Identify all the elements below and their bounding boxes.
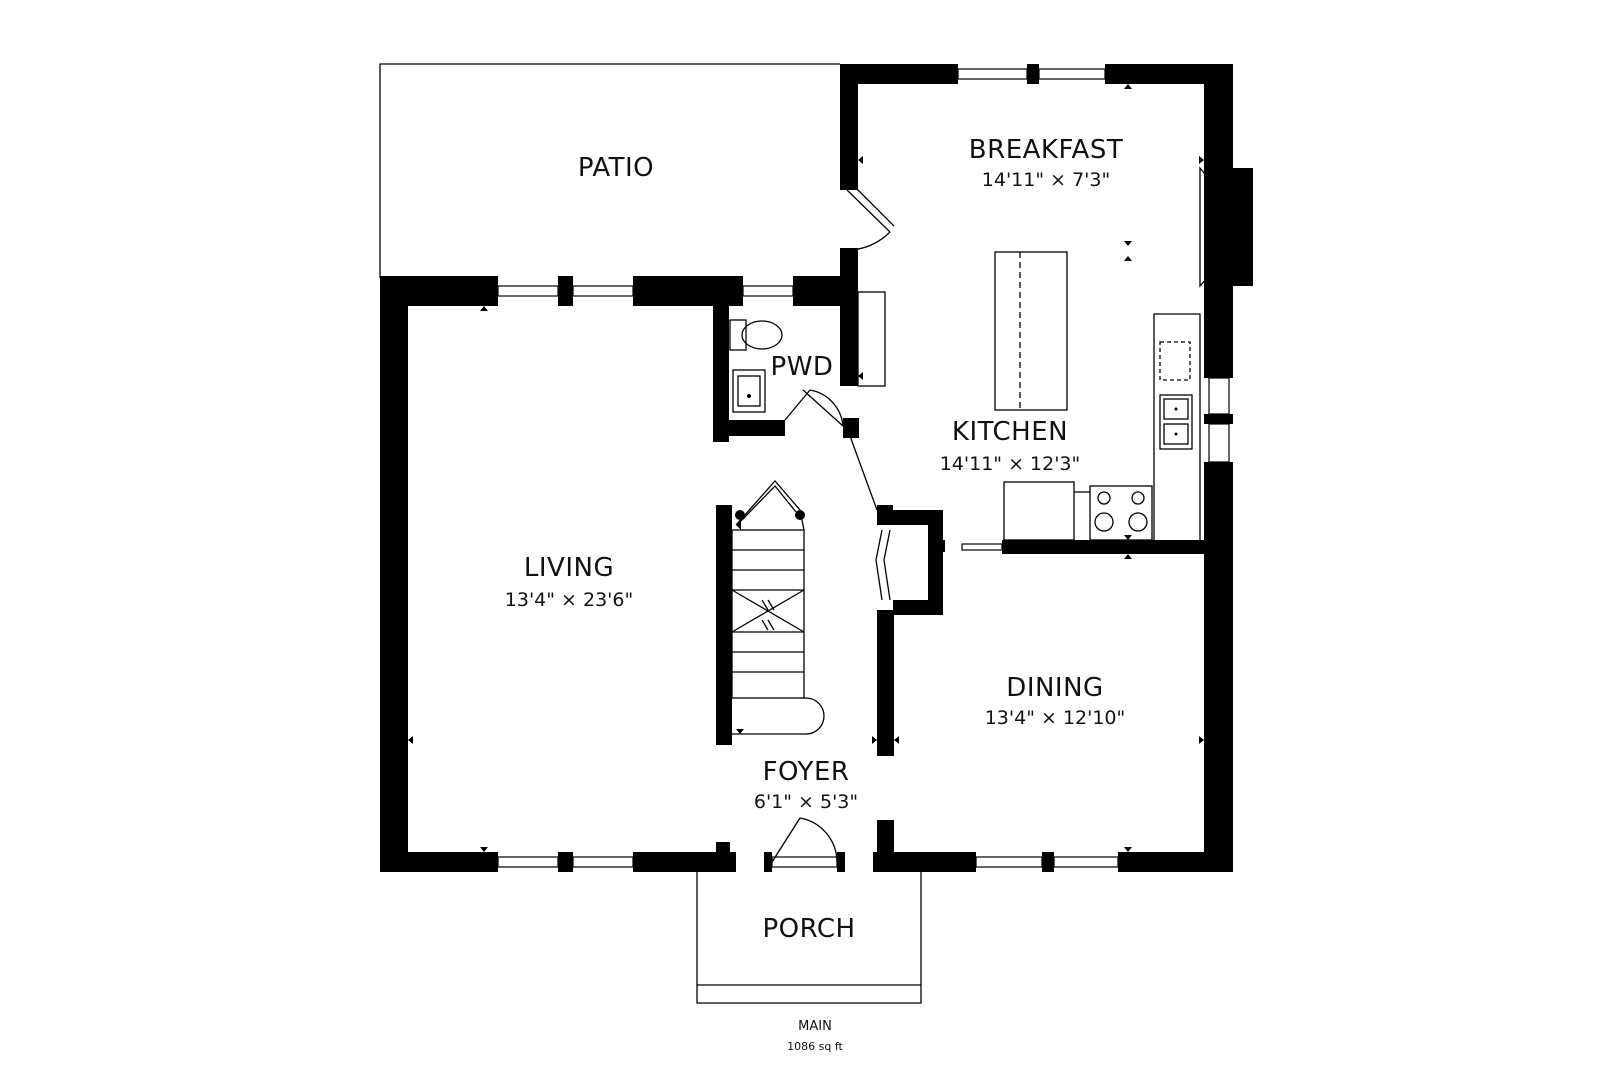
room-name: DINING	[1006, 673, 1103, 703]
room-name: KITCHEN	[952, 417, 1068, 447]
windows	[497, 68, 1230, 872]
powder-room-fixtures	[729, 319, 783, 413]
room-name: FOYER	[763, 757, 850, 787]
floor-area-label: 1086 sq ft	[787, 1040, 843, 1053]
room-name: PWD	[771, 352, 834, 382]
staircase	[731, 480, 825, 735]
floor-caption: MAIN 1086 sq ft	[787, 1019, 843, 1053]
room-label-patio: PATIO	[578, 153, 654, 183]
room-name: BREAKFAST	[969, 135, 1123, 165]
room-name: PATIO	[578, 153, 654, 183]
room-dimensions: 14'11" × 12'3"	[940, 453, 1081, 475]
room-dimensions: 13'4" × 12'10"	[985, 707, 1126, 729]
floor-level-label: MAIN	[798, 1019, 832, 1034]
doors	[771, 185, 895, 863]
porch-outline	[696, 870, 922, 1004]
kitchen-fixtures	[857, 166, 1229, 541]
dimension-markers	[408, 84, 1204, 852]
room-label-living: LIVING 13'4" × 23'6"	[505, 553, 633, 611]
room-label-breakfast: BREAKFAST 14'11" × 7'3"	[969, 135, 1123, 191]
room-dimensions: 14'11" × 7'3"	[982, 169, 1110, 191]
exterior-walls	[380, 64, 1253, 872]
room-label-pwd: PWD	[771, 352, 834, 382]
interior-walls	[713, 248, 1206, 852]
room-name: LIVING	[524, 553, 614, 583]
room-label-porch: PORCH	[762, 914, 855, 944]
room-dimensions: 13'4" × 23'6"	[505, 589, 633, 611]
room-label-kitchen: KITCHEN 14'11" × 12'3"	[940, 417, 1081, 475]
room-label-dining: DINING 13'4" × 12'10"	[985, 673, 1126, 729]
room-label-foyer: FOYER 6'1" × 5'3"	[754, 757, 858, 813]
patio-outline	[379, 63, 840, 278]
room-dimensions: 6'1" × 5'3"	[754, 791, 858, 813]
room-name: PORCH	[762, 914, 855, 944]
